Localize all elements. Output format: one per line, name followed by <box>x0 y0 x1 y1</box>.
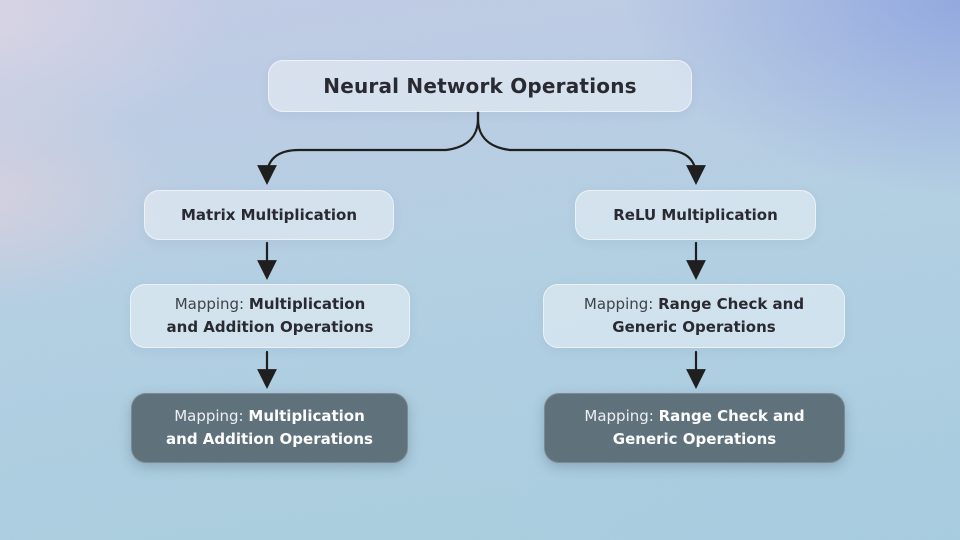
mapping-line: and Addition Operations <box>166 318 374 336</box>
right-mapping-light-node: Mapping: Range Check and Generic Operati… <box>543 284 845 348</box>
left-mapping-light-node: Mapping: Multiplication and Addition Ope… <box>130 284 410 348</box>
left-branch-header: Matrix Multiplication <box>144 190 394 240</box>
mapping-line: Mapping: Multiplication <box>174 295 366 313</box>
right-branch-header: ReLU Multiplication <box>575 190 816 240</box>
mapping-line: Mapping: Range Check and <box>583 295 805 313</box>
left-branch-label: Matrix Multiplication <box>180 206 358 224</box>
mapping-line: Generic Operations <box>612 430 777 448</box>
mapping-line: Mapping: Range Check and <box>584 407 805 425</box>
left-mapping-dark-node: Mapping: Multiplication and Addition Ope… <box>131 393 408 463</box>
root-node-title: Neural Network Operations <box>268 60 692 112</box>
mapping-line: Mapping: Multiplication <box>174 407 365 425</box>
connector-root-to-left <box>257 110 480 185</box>
right-mapping-dark-node: Mapping: Range Check and Generic Operati… <box>544 393 845 463</box>
diagram-title: Neural Network Operations <box>323 74 637 98</box>
connector-root-to-right <box>476 110 706 185</box>
mapping-line: and Addition Operations <box>166 430 373 448</box>
right-branch-label: ReLU Multiplication <box>613 206 778 224</box>
mapping-line: Generic Operations <box>612 318 776 336</box>
